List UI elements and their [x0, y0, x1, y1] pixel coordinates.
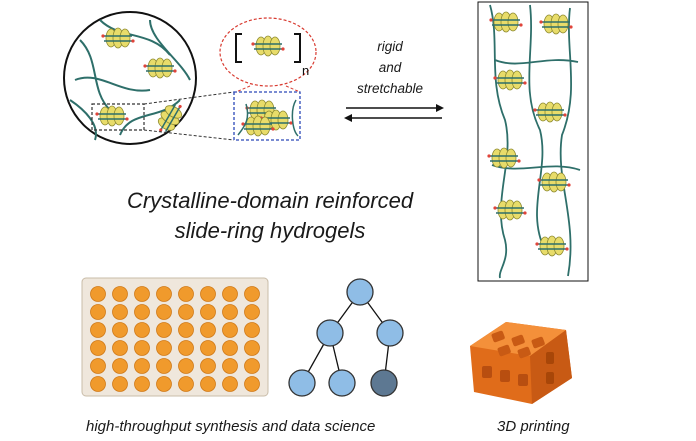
plate-well [244, 358, 260, 374]
plate-well [222, 322, 238, 338]
plate-well [156, 358, 172, 374]
plate-well [156, 322, 172, 338]
plate-well [156, 340, 172, 356]
plate-well [112, 304, 128, 320]
tree-node [346, 278, 374, 306]
plate-well [134, 286, 150, 302]
equilibrium-arrows [344, 104, 444, 122]
plate-well [178, 340, 194, 356]
plate-well [222, 340, 238, 356]
plate-well [112, 322, 128, 338]
plate-well [90, 340, 106, 356]
plate-well [134, 376, 150, 392]
plate-well [178, 304, 194, 320]
3d-printed-lattice-icon [470, 322, 572, 404]
plate-well [178, 322, 194, 338]
plate-well [90, 322, 106, 338]
plate-well [244, 304, 260, 320]
plate-well [178, 286, 194, 302]
tree-node [376, 319, 404, 347]
plate-well [200, 340, 216, 356]
arrow-label-line-3: stretchable [356, 81, 424, 96]
plate-well [200, 322, 216, 338]
plate-well [244, 286, 260, 302]
plate-well [112, 340, 128, 356]
tree-node [288, 369, 316, 397]
plate-well [222, 304, 238, 320]
plate-well [244, 376, 260, 392]
plate-well [200, 304, 216, 320]
plate-well [178, 376, 194, 392]
plate-well [156, 304, 172, 320]
repeat-subscript: n [302, 63, 309, 78]
plate-well [200, 376, 216, 392]
repeat-unit-ellipse: n [219, 17, 317, 93]
plate-well [156, 376, 172, 392]
well-plate-icon [81, 277, 269, 397]
plate-well [134, 304, 150, 320]
plate-well [134, 358, 150, 374]
caption-3d-printing: 3D printing [497, 418, 570, 435]
plate-well [222, 358, 238, 374]
plate-well [112, 286, 128, 302]
plate-well [134, 322, 150, 338]
plate-well [90, 358, 106, 374]
plate-well [90, 304, 106, 320]
plate-well [112, 376, 128, 392]
arrow-label: rigid and stretchable [342, 36, 438, 99]
caption-synthesis: high-throughput synthesis and data scien… [86, 418, 376, 435]
title-line-2: slide-ring hydrogels [174, 218, 366, 243]
plate-well [134, 340, 150, 356]
title-line-1: Crystalline-domain reinforced [126, 188, 414, 213]
plate-well [156, 286, 172, 302]
plate-well [200, 358, 216, 374]
stretched-network [477, 1, 589, 282]
plate-well [178, 358, 194, 374]
plate-well [244, 340, 260, 356]
network-zoom-circle [63, 11, 197, 145]
plate-well [112, 358, 128, 374]
plate-well [222, 286, 238, 302]
plate-well [222, 376, 238, 392]
plate-well [200, 286, 216, 302]
tree-icon [288, 278, 404, 397]
arrow-label-line-1: rigid [377, 39, 403, 54]
arrow-label-line-2: and [378, 60, 402, 75]
plate-well [244, 322, 260, 338]
crystalline-domain-box [233, 91, 301, 141]
zoom-connector-lines [143, 91, 235, 141]
plate-well [90, 286, 106, 302]
tree-node [370, 369, 398, 397]
plate-well [90, 376, 106, 392]
tree-node [316, 319, 344, 347]
tree-node [328, 369, 356, 397]
